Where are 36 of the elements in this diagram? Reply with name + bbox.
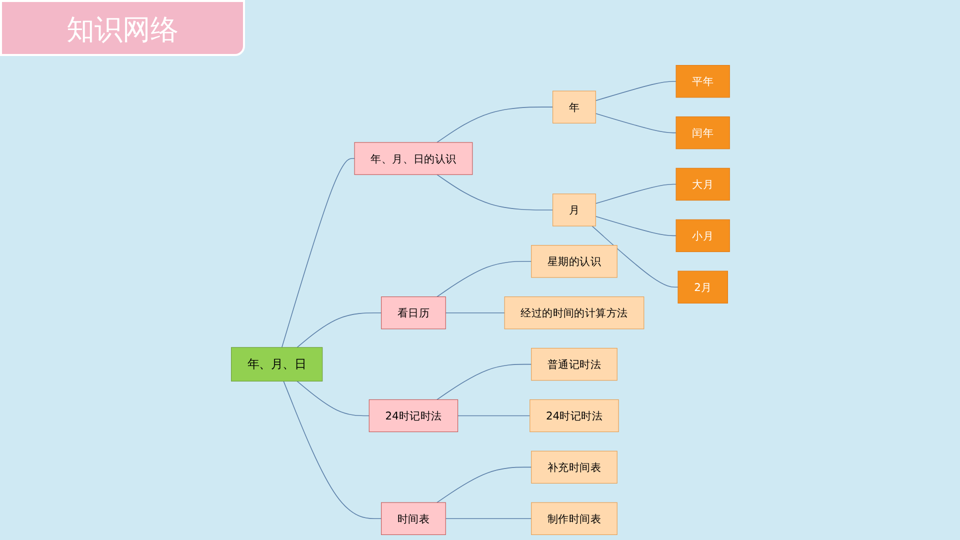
node-box: 闰年 (675, 116, 730, 150)
node-box: 年、月、日 (230, 347, 322, 382)
node-box: 小月 (675, 219, 730, 252)
connector (282, 380, 382, 520)
node-box: 24时记时法 (368, 399, 458, 432)
connector (591, 226, 678, 288)
node-box: 补充时间表 (530, 450, 617, 484)
node-box: 星期的认识 (530, 245, 617, 278)
node-box: 平年 (675, 65, 730, 98)
connector (436, 174, 553, 210)
connector (296, 312, 382, 348)
node-box: 经过的时间的计算方法 (504, 296, 644, 330)
connector (436, 364, 532, 400)
node-box: 年 (552, 90, 596, 124)
connector (594, 184, 676, 204)
connector (436, 106, 553, 143)
connector (594, 80, 676, 102)
connector (444, 312, 504, 314)
node-box: 月 (552, 194, 596, 226)
node-box: 24时记时法 (529, 399, 618, 432)
node-box: 看日历 (380, 296, 446, 330)
connector (296, 380, 370, 416)
node-box: 年、月、日的认识 (354, 142, 472, 175)
node-box: 大月 (675, 168, 730, 201)
connector (456, 415, 530, 416)
connector (594, 113, 676, 134)
node-box: 时间表 (380, 502, 446, 535)
node-box: 制作时间表 (530, 502, 617, 535)
connector (436, 261, 532, 298)
connector (594, 216, 676, 236)
node-box: 2月 (677, 270, 728, 304)
connector (436, 466, 532, 503)
node-box: 普通记时法 (530, 348, 617, 381)
connector (444, 518, 532, 520)
connector (281, 158, 354, 348)
title-tab: 知识网络 (0, 0, 245, 56)
